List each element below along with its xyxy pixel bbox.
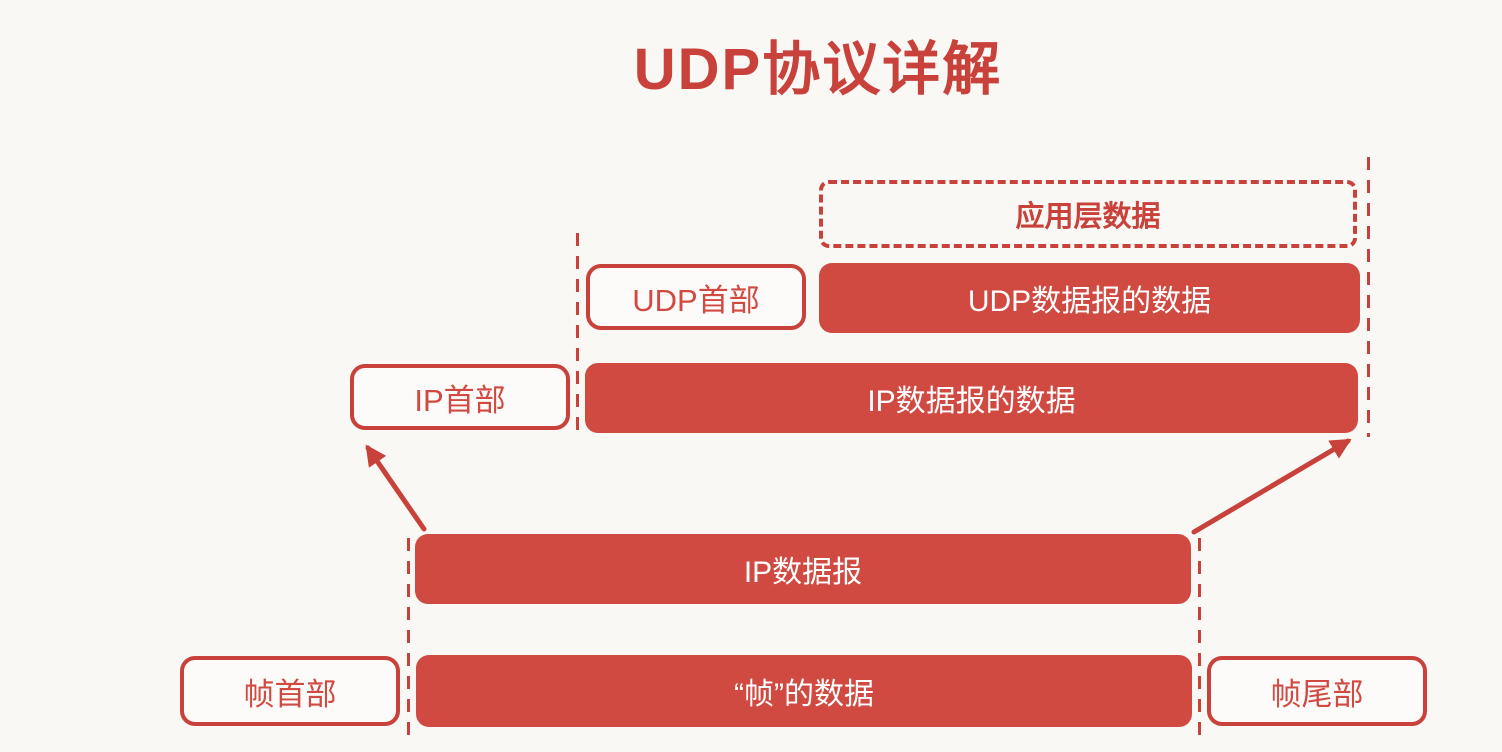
dashed-line-right-lower: [1198, 538, 1201, 742]
dashed-line-left-upper: [576, 233, 579, 437]
frame-data-box: “帧”的数据: [416, 655, 1192, 727]
arrow-to-ip-data-end: [1191, 438, 1352, 535]
app-layer-data-label: 应用层数据: [1015, 201, 1161, 233]
frame-tail-box: 帧尾部: [1207, 656, 1427, 726]
ip-header-box: IP首部: [350, 364, 570, 430]
frame-header-label: 帧首部: [243, 676, 337, 712]
arrow-to-ip-header: [365, 444, 427, 532]
frame-tail-label: 帧尾部: [1270, 676, 1364, 712]
page-title: UDP协议详解: [633, 37, 1003, 102]
frame-header-box: 帧首部: [180, 656, 400, 726]
ip-header-label: IP首部: [414, 382, 506, 418]
app-layer-data-box: 应用层数据: [819, 180, 1357, 248]
dashed-line-left-lower: [407, 538, 410, 742]
ip-datagram-label: IP数据报: [743, 556, 863, 589]
ip-datagram-box: IP数据报: [415, 534, 1191, 604]
udp-header-box: UDP首部: [586, 264, 806, 330]
udp-data-box: UDP数据报的数据: [819, 263, 1360, 333]
ip-data-box: IP数据报的数据: [585, 363, 1358, 433]
ip-data-label: IP数据报的数据: [867, 385, 1076, 418]
frame-data-label: “帧”的数据: [734, 678, 874, 711]
dashed-line-right-upper: [1367, 157, 1370, 437]
udp-header-label: UDP首部: [632, 282, 760, 318]
udp-data-label: UDP数据报的数据: [967, 285, 1212, 318]
